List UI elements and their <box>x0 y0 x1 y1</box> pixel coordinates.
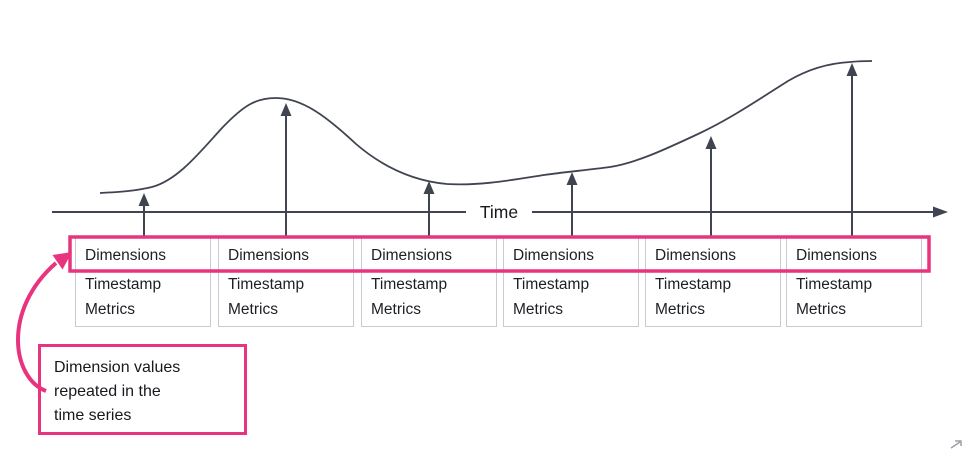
record-box: Dimensions Timestamp Metrics <box>786 237 922 327</box>
record-box: Dimensions Timestamp Metrics <box>218 237 354 327</box>
up-arrow-icon <box>846 63 858 76</box>
dimensions-row: Dimensions <box>655 246 736 264</box>
sample-arrow <box>423 181 435 236</box>
callout-line: time series <box>54 407 132 424</box>
timestamp-row: Timestamp <box>85 276 162 293</box>
dimensions-row: Dimensions <box>796 246 877 264</box>
time-axis-label: Time <box>466 200 532 224</box>
dimensions-row: Dimensions <box>513 246 594 264</box>
up-arrow-icon <box>566 172 578 185</box>
curved-arrow-head-icon <box>52 252 72 270</box>
timestamp-row: Timestamp <box>228 276 305 293</box>
up-arrow-icon <box>705 136 717 149</box>
metrics-row: Metrics <box>796 301 846 318</box>
record-box: Dimensions Timestamp Metrics <box>361 237 497 327</box>
up-arrow-icon <box>280 103 292 116</box>
timestamp-row: Timestamp <box>513 276 590 293</box>
timestamp-row: Timestamp <box>796 276 873 293</box>
metrics-row: Metrics <box>371 301 421 318</box>
metrics-row: Metrics <box>85 301 135 318</box>
dimensions-row: Dimensions <box>228 246 309 264</box>
timeseries-curve <box>99 60 873 194</box>
corner-resize-icon <box>950 440 962 449</box>
up-arrow-icon <box>138 193 150 206</box>
dimensions-row: Dimensions <box>371 246 452 264</box>
record-box: Dimensions Timestamp Metrics <box>503 237 639 327</box>
callout-line: repeated in the <box>54 383 161 400</box>
sample-arrow <box>138 193 150 236</box>
sample-arrow <box>566 172 578 236</box>
record-box: Dimensions Timestamp Metrics <box>645 237 781 327</box>
up-arrow-icon <box>423 181 435 194</box>
sample-arrow <box>846 63 858 236</box>
sample-arrow <box>705 136 717 236</box>
timestamp-row: Timestamp <box>655 276 732 293</box>
metrics-row: Metrics <box>513 301 563 318</box>
record-box: Dimensions Timestamp Metrics <box>75 237 211 327</box>
sample-arrow <box>280 103 292 236</box>
annotation-callout: Dimension values repeated in the time se… <box>38 344 247 435</box>
right-arrow-icon <box>933 206 948 218</box>
metrics-row: Metrics <box>228 301 278 318</box>
metrics-row: Metrics <box>655 301 705 318</box>
callout-line: Dimension values <box>54 359 181 376</box>
dimensions-row: Dimensions <box>85 246 166 264</box>
timestamp-row: Timestamp <box>371 276 448 293</box>
